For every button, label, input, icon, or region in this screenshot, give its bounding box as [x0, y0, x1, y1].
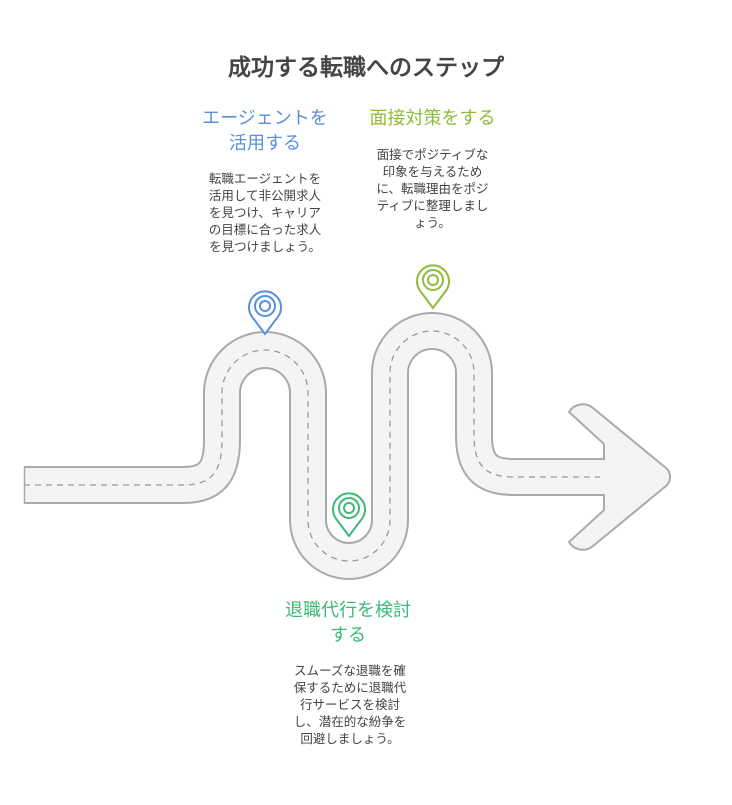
step-resign-heading-line: 退職代行を検討 — [285, 600, 411, 621]
road-center-line — [24, 330, 600, 562]
desc-line: 行サービスを検討 — [299, 697, 400, 712]
road-surface — [24, 314, 605, 578]
desc-line: 保するために退職代 — [293, 680, 407, 695]
step-interview-description: 面接でポジティブな 印象を与えるため に、転職理由をポジ ティブに整理しまし ょ… — [355, 146, 510, 231]
location-pin-icon — [416, 264, 450, 310]
step-resign-description: スムーズな退職を確 保するために退職代 行サービスを検討 し、潜在的な紛争を 回… — [270, 662, 430, 747]
desc-line: 活用して非公開求人 — [208, 188, 322, 203]
step-agent-heading: エージェントを 活用する — [185, 106, 345, 156]
step-resign-heading: 退職代行を検討 する — [266, 598, 430, 648]
road-arrow-head — [568, 403, 672, 551]
step-interview-heading: 面接対策をする — [350, 106, 515, 131]
desc-line: の目標に合った求人 — [208, 222, 322, 237]
location-pin-icon — [332, 492, 366, 538]
step-agent-description: 転職エージェントを 活用して非公開求人 を見つけ、キャリア の目標に合った求人 … — [190, 170, 340, 255]
step-interview-heading-line: 面接対策をする — [369, 108, 496, 129]
location-pin-icon — [248, 290, 282, 336]
desc-line: を見つけ、キャリア — [209, 205, 321, 220]
desc-line: 回避しましょう。 — [300, 731, 400, 746]
desc-line: を見つけましょう。 — [209, 239, 321, 254]
desc-line: 印象を与えるため — [382, 164, 483, 179]
desc-line: に、転職理由をポジ — [376, 181, 489, 196]
desc-line: ょう。 — [414, 215, 451, 230]
step-agent-heading-line: エージェントを — [202, 108, 328, 129]
desc-line: ティブに整理しまし — [376, 198, 489, 213]
desc-line: 面接でポジティブな — [376, 147, 489, 162]
desc-line: し、潜在的な紛争を — [293, 714, 407, 729]
page-title: 成功する転職へのステップ — [228, 55, 504, 81]
step-agent-heading-line: 活用する — [229, 133, 301, 154]
step-resign-heading-line: する — [330, 625, 366, 646]
desc-line: スムーズな退職を確 — [294, 663, 406, 678]
desc-line: 転職エージェントを — [208, 171, 322, 186]
